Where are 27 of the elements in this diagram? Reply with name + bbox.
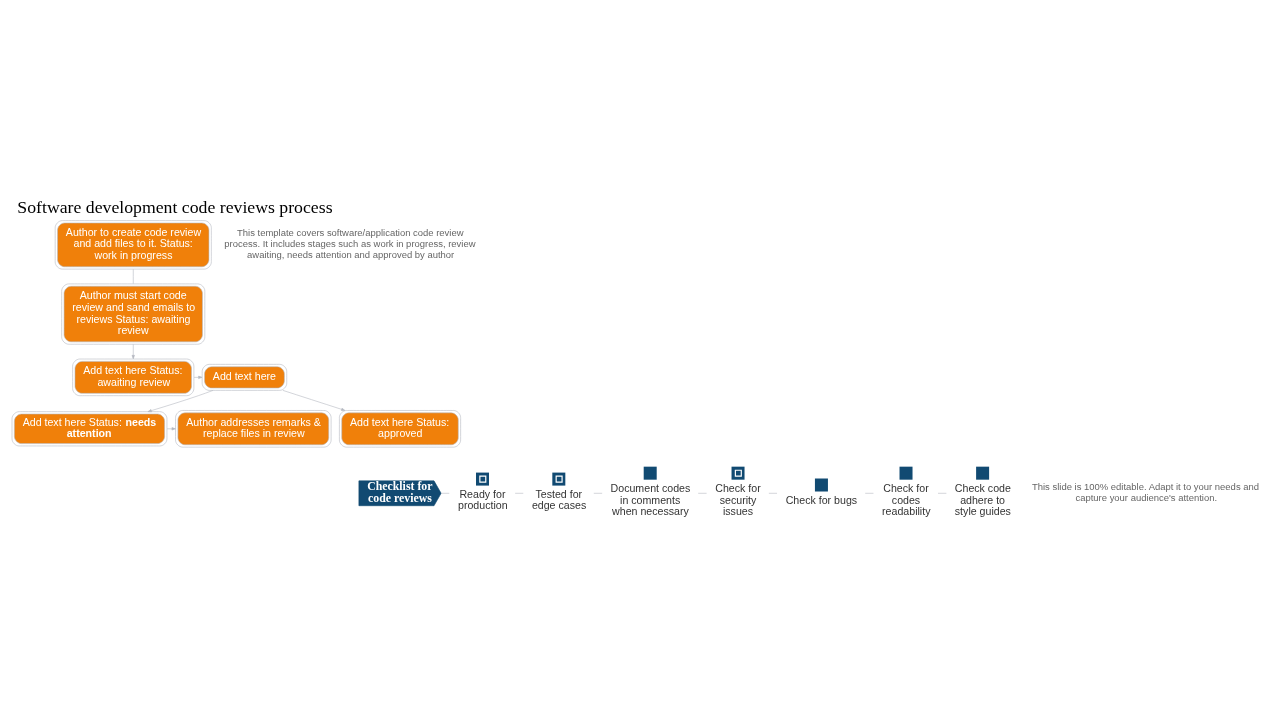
connector	[441, 492, 450, 494]
node-label: Check for codes readability	[882, 481, 931, 517]
node-label: Document codes in comments when necessary	[610, 481, 691, 517]
connector	[864, 492, 874, 494]
node-label: Tested for edge cases	[531, 487, 587, 511]
node-label: Check for bugs	[785, 493, 858, 506]
connector	[514, 492, 524, 494]
connector	[593, 492, 603, 494]
connector	[768, 492, 778, 494]
arrow	[147, 389, 214, 412]
connector	[132, 268, 134, 284]
label: This slide is 100% editable. Adapt it to your needs and capture your audience's attention.	[1032, 480, 1260, 503]
label: This template covers software/application code review process. It includes stages such as work in progress, review awaiting, needs attention and approved by author	[224, 226, 476, 260]
arrow	[193, 375, 203, 379]
arrow	[166, 426, 176, 430]
node-box	[899, 466, 913, 480]
node-label: Check for security issues	[715, 481, 761, 517]
node-box	[814, 478, 828, 491]
node-label: Ready for production	[457, 487, 508, 511]
connector	[937, 492, 947, 494]
arrow	[131, 343, 135, 359]
connector	[697, 492, 707, 494]
node-box	[976, 466, 990, 480]
diagram-title: Software development code reviews process	[17, 196, 333, 217]
arrow	[282, 389, 346, 411]
node-label: Check code adhere to style guides	[954, 481, 1011, 517]
node-box	[643, 466, 657, 480]
